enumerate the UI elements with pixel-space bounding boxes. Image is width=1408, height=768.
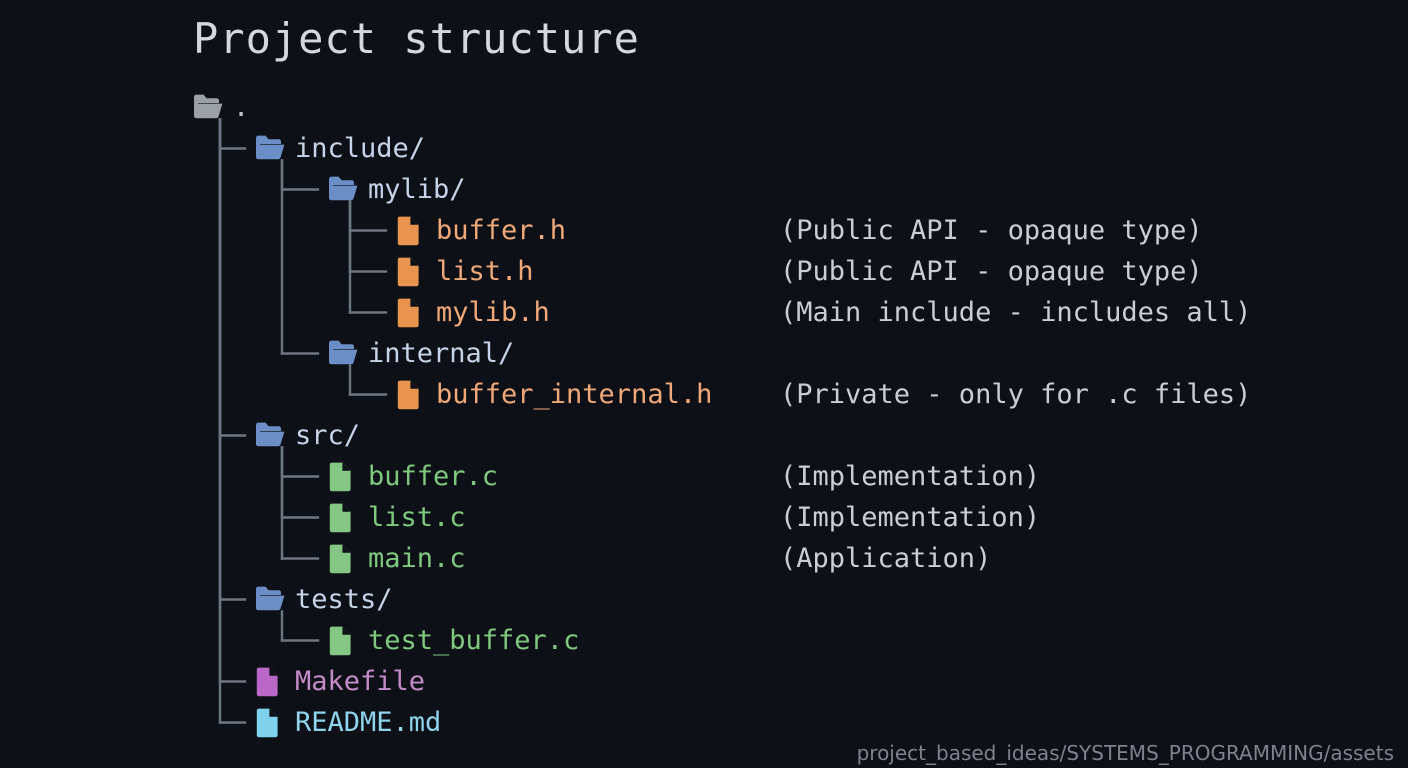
file-icon — [328, 462, 358, 492]
tree-node-label: tests/ — [295, 584, 393, 615]
file-icon — [255, 667, 285, 697]
tree-node-mylib[interactable]: mylib/ — [328, 169, 466, 210]
tree-node-readme[interactable]: README.md — [255, 702, 441, 743]
tree-node-annotation: (Application) — [780, 543, 992, 574]
tree-node-label: buffer.h — [436, 215, 567, 246]
tree-node-test-buffer-c[interactable]: test_buffer.c — [328, 620, 579, 661]
tree-node-label: internal/ — [368, 338, 515, 369]
tree-node-annotation: (Main include - includes all) — [780, 297, 1252, 328]
tree-node-buffer-h[interactable]: buffer.h — [396, 210, 566, 251]
folder-icon — [255, 421, 285, 451]
file-icon — [255, 708, 285, 738]
tree-node-label: list.h — [436, 256, 534, 287]
tree-node-label: src/ — [295, 420, 361, 451]
tree-node-mylib-h[interactable]: mylib.h — [396, 292, 550, 333]
tree-node-label: README.md — [295, 707, 442, 738]
tree-node-label: include/ — [295, 133, 426, 164]
tree-node-label: buffer_internal.h — [436, 379, 713, 410]
tree-node-tests[interactable]: tests/ — [255, 579, 393, 620]
tree-node-buffer-c[interactable]: buffer.c — [328, 456, 498, 497]
tree-node-annotation: (Implementation) — [780, 461, 1041, 492]
tree-node-src[interactable]: src/ — [255, 415, 360, 456]
tree-node-root[interactable]: . — [193, 87, 249, 128]
tree-node-makefile[interactable]: Makefile — [255, 661, 425, 702]
folder-icon — [193, 93, 223, 123]
file-icon — [396, 380, 426, 410]
watermark-path: project_based_ideas/SYSTEMS_PROGRAMMING/… — [856, 741, 1394, 765]
tree-node-annotation: (Public API - opaque type) — [780, 256, 1203, 287]
tree-node-label: test_buffer.c — [368, 625, 580, 656]
tree-node-label: . — [233, 92, 250, 123]
tree-node-label: list.c — [368, 502, 466, 533]
file-icon — [396, 298, 426, 328]
tree-node-include[interactable]: include/ — [255, 128, 425, 169]
file-icon — [328, 626, 358, 656]
folder-icon — [328, 339, 358, 369]
tree-node-label: Makefile — [295, 666, 426, 697]
tree-node-label: mylib/ — [368, 174, 466, 205]
folder-icon — [255, 585, 285, 615]
tree-node-label: main.c — [368, 543, 466, 574]
page-title: Project structure — [193, 14, 640, 63]
tree-node-list-c[interactable]: list.c — [328, 497, 466, 538]
tree-node-buffer-internal-h[interactable]: buffer_internal.h — [396, 374, 712, 415]
tree-node-internal[interactable]: internal/ — [328, 333, 514, 374]
tree-node-label: mylib.h — [436, 297, 550, 328]
tree-node-label: buffer.c — [368, 461, 499, 492]
tree-node-annotation: (Implementation) — [780, 502, 1041, 533]
file-icon — [396, 257, 426, 287]
tree-node-annotation: (Public API - opaque type) — [780, 215, 1203, 246]
folder-icon — [255, 134, 285, 164]
file-icon — [328, 503, 358, 533]
file-icon — [396, 216, 426, 246]
folder-icon — [328, 175, 358, 205]
tree-node-main-c[interactable]: main.c — [328, 538, 466, 579]
file-icon — [328, 544, 358, 574]
tree-node-list-h[interactable]: list.h — [396, 251, 534, 292]
tree-node-annotation: (Private - only for .c files) — [780, 379, 1252, 410]
